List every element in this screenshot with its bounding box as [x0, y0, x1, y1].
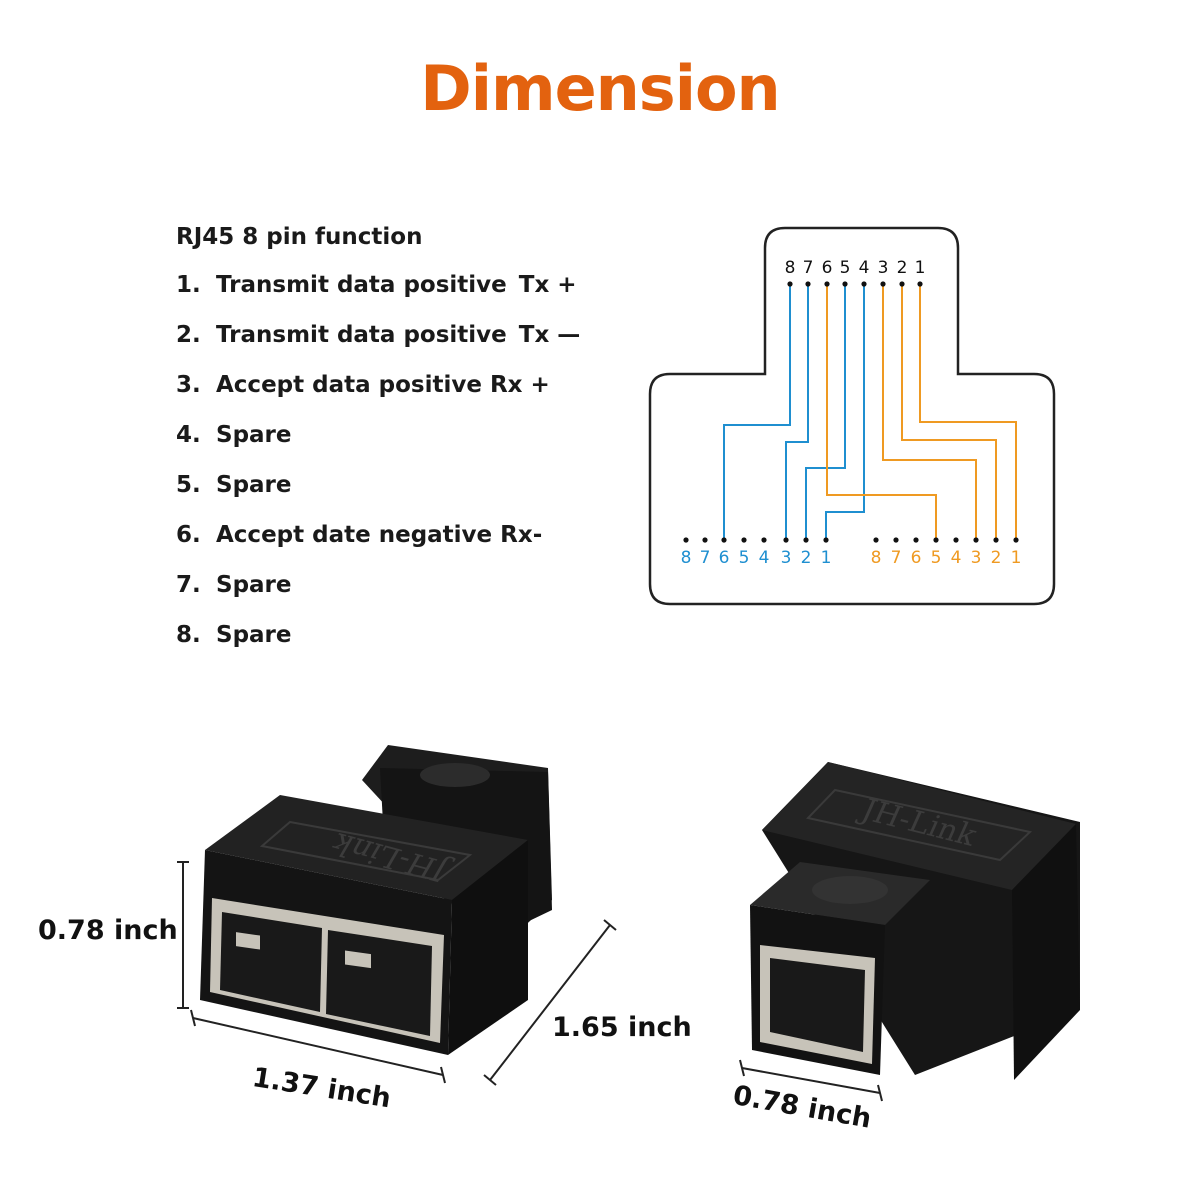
right-pin-label: 3 [971, 548, 982, 568]
left-pin-label: 4 [759, 548, 770, 568]
top-pin-label: 4 [859, 258, 870, 278]
dual-port-connector: JH-Link [200, 745, 552, 1055]
pin-dot [683, 537, 689, 543]
pin-dot [880, 281, 886, 287]
left-pin-label: 2 [801, 548, 812, 568]
right-pin-label: 1 [1011, 548, 1022, 568]
pin-number: 7. [176, 572, 201, 598]
top-pin-label: 2 [897, 258, 908, 278]
pin-number: 4. [176, 422, 201, 448]
pin-description: Transmit data positive [216, 272, 507, 298]
wire-orange [919, 284, 1017, 540]
pin-dot [787, 281, 793, 287]
pin-dot [953, 537, 959, 543]
pin-function-item: 8. Spare [176, 618, 636, 668]
top-pin-label: 5 [840, 258, 851, 278]
right-pin-label: 8 [871, 548, 882, 568]
pin-number: 5. [176, 472, 201, 498]
wiring-diagram-outline [648, 226, 1056, 606]
left-pin-label: 3 [781, 548, 792, 568]
pin-function-item: 4. Spare [176, 418, 636, 468]
pin-dot [803, 537, 809, 543]
pin-description: Spare [216, 622, 292, 648]
depth-dimension-label: 1.65 inch [552, 1012, 692, 1043]
top-pin-label: 1 [915, 258, 926, 278]
top-pin-label: 8 [785, 258, 796, 278]
left-pin-label: 6 [719, 548, 730, 568]
pin-function-list: RJ45 8 pin function 1. Transmit data posi… [176, 220, 636, 668]
wire-orange [882, 284, 977, 540]
pin-function-heading: RJ45 8 pin function [176, 224, 423, 250]
pin-dot [917, 281, 923, 287]
pin-dot [824, 281, 830, 287]
pin-description: Transmit data positive [216, 322, 507, 348]
right-pin-label: 7 [891, 548, 902, 568]
pin-function-item: 1. Transmit data positive Tx + [176, 268, 636, 318]
wire-blue [825, 284, 865, 540]
pin-dot [702, 537, 708, 543]
wire-blue [785, 284, 809, 540]
pin-dot [783, 537, 789, 543]
side-connector: JH-Link [750, 762, 1080, 1080]
pin-list: 1. Transmit data positive Tx + 2. Transmit d… [176, 268, 636, 668]
pin-dot [761, 537, 767, 543]
right-pin-label: 6 [911, 548, 922, 568]
pin-dot [721, 537, 727, 543]
pin-dot [933, 537, 939, 543]
pin-number: 6. [176, 522, 201, 548]
pin-number: 1. [176, 272, 201, 298]
pin-function-item: 2. Transmit data positive Tx — [176, 318, 636, 368]
right-pin-label: 2 [991, 548, 1002, 568]
pin-dot [913, 537, 919, 543]
left-pin-label: 8 [681, 548, 692, 568]
pin-signal-symbol: Tx + [518, 272, 577, 298]
pin-dot [973, 537, 979, 543]
pin-function-item: 5. Spare [176, 468, 636, 518]
page-title: Dimension [420, 52, 780, 125]
pin-number: 8. [176, 622, 201, 648]
height-dimension-label: 0.78 inch [38, 915, 178, 946]
top-pin-label: 3 [878, 258, 889, 278]
pin-number: 3. [176, 372, 201, 398]
wire-blue [723, 284, 791, 540]
pin-dot [823, 537, 829, 543]
pin-dot [842, 281, 848, 287]
left-pin-label: 7 [700, 548, 711, 568]
wiring-lines [723, 284, 1017, 540]
pin-dots [683, 281, 1019, 543]
wire-orange [901, 284, 997, 540]
pin-dot [861, 281, 867, 287]
top-pin-label: 6 [822, 258, 833, 278]
pin-function-item: 7. Spare [176, 568, 636, 618]
left-pin-label: 5 [739, 548, 750, 568]
pin-description: Spare [216, 572, 292, 598]
pin-dot [1013, 537, 1019, 543]
wire-orange [826, 284, 937, 540]
pin-dot [899, 281, 905, 287]
pin-dot [741, 537, 747, 543]
pin-signal-symbol: Tx — [518, 322, 581, 348]
pin-function-item: 6. Accept date negative Rx- [176, 518, 636, 568]
wire-blue [805, 284, 846, 540]
top-pin-label: 7 [803, 258, 814, 278]
left-pin-label: 1 [821, 548, 832, 568]
pin-dot [993, 537, 999, 543]
dimension-lines [177, 861, 883, 1102]
pin-dot [893, 537, 899, 543]
pin-dot [805, 281, 811, 287]
pin-number: 2. [176, 322, 201, 348]
pin-function-item: 3. Accept data positive Rx + [176, 368, 636, 418]
right-pin-label: 4 [951, 548, 962, 568]
right-pin-label: 5 [931, 548, 942, 568]
pin-description: Spare [216, 422, 292, 448]
pin-description: Spare [216, 472, 292, 498]
pin-description: Accept date negative Rx- [216, 522, 543, 548]
pin-dot [873, 537, 879, 543]
pin-description: Accept data positive Rx + [216, 372, 550, 398]
